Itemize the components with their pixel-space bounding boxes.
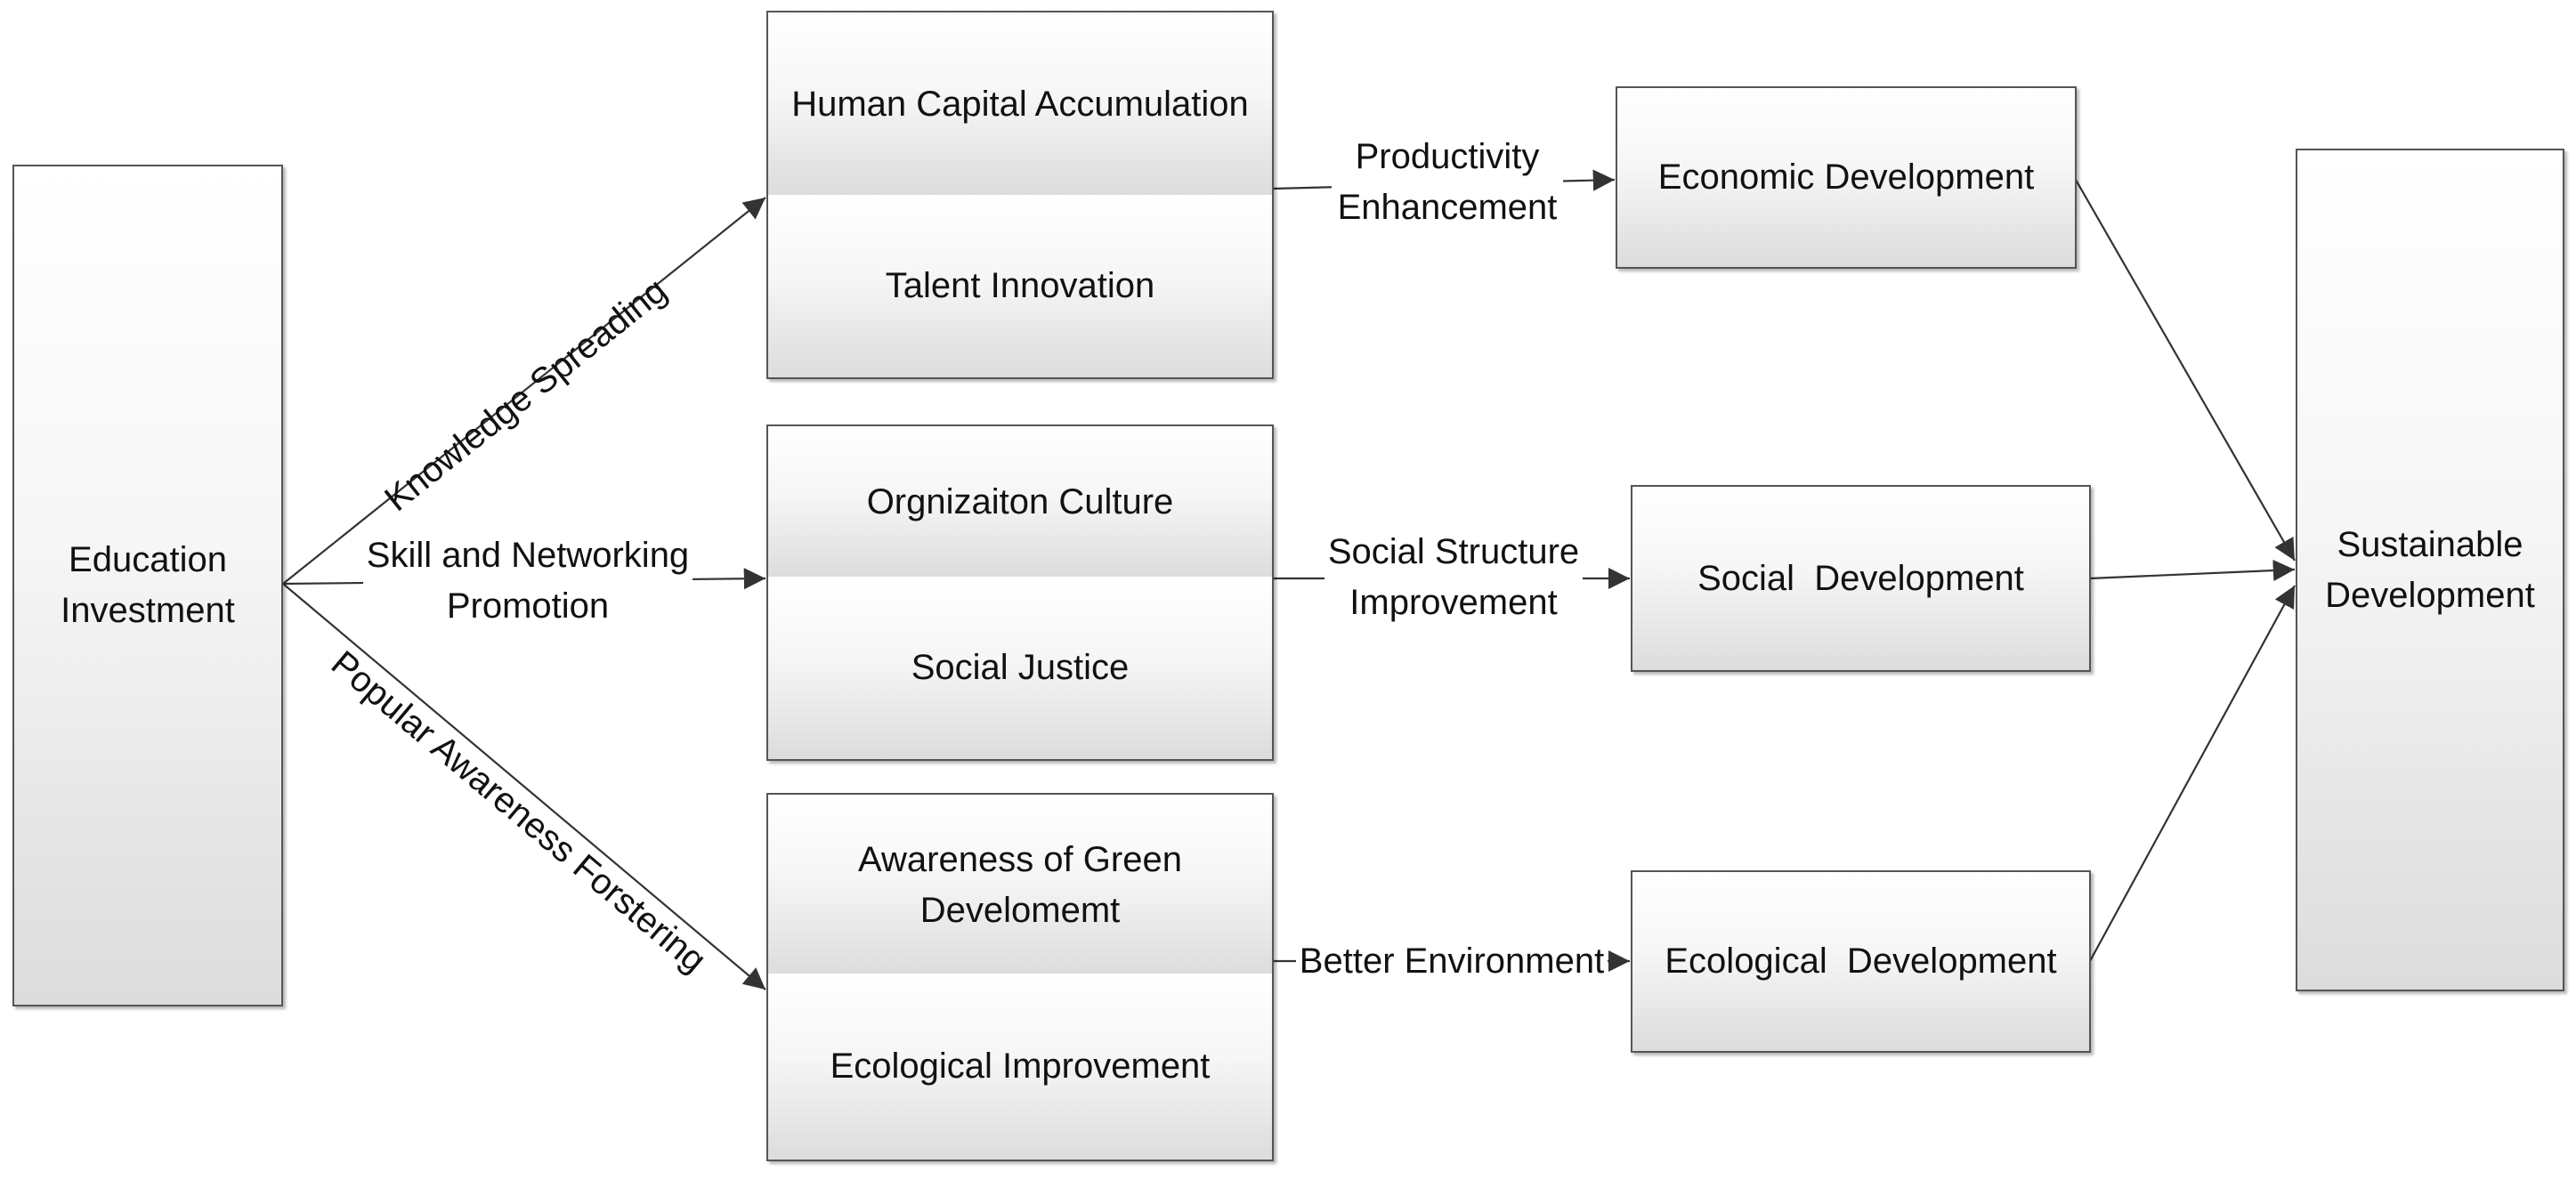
productivity-label: Productivity Enhancement xyxy=(1332,132,1563,233)
green-awareness-stack: Awareness of Green Develomemt Ecological… xyxy=(766,793,1274,1161)
skill-networking-label: Skill and Networking Promotion xyxy=(363,530,693,632)
talent-innovation-label: Talent Innovation xyxy=(885,266,1155,306)
human-capital-stack: Human Capital Accumulation Talent Innova… xyxy=(766,11,1274,379)
edge-knowledge-spreading xyxy=(282,197,766,585)
organization-culture-stack: Orgnizaiton Culture Social Justice xyxy=(766,424,1274,761)
edge-economic-to-sustainable xyxy=(2075,179,2296,562)
green-awareness-label: Awareness of Green Develomemt xyxy=(858,839,1182,930)
social-justice-label: Social Justice xyxy=(911,648,1130,688)
economic-development-label: Economic Development xyxy=(1657,158,2035,198)
human-capital-label: Human Capital Accumulation xyxy=(791,85,1249,125)
education-investment-label: Education Investment xyxy=(61,540,235,630)
economic-development-box: Economic Development xyxy=(1616,86,2077,269)
edge-popular-awareness xyxy=(282,583,766,990)
ecological-development-label: Ecological Development xyxy=(1665,942,2057,982)
ecological-improvement-label: Ecological Improvement xyxy=(830,1047,1211,1087)
edge-social-to-sustainable xyxy=(2089,559,2296,582)
sustainable-development-box: Sustainable Development xyxy=(2296,149,2564,991)
social-structure-label: Social Structure Improvement xyxy=(1324,527,1583,628)
social-development-label: Social Development xyxy=(1697,558,2024,598)
sustainable-development-label: Sustainable Development xyxy=(2325,524,2535,615)
education-investment-box: Education Investment xyxy=(12,165,283,1006)
better-environment-label: Better Environment xyxy=(1296,936,1608,987)
ecological-development-box: Ecological Development xyxy=(1631,870,2091,1053)
organization-culture-label: Orgnizaiton Culture xyxy=(866,482,1174,522)
social-development-box: Social Development xyxy=(1631,485,2091,672)
edge-ecological-to-sustainable xyxy=(2089,585,2296,962)
